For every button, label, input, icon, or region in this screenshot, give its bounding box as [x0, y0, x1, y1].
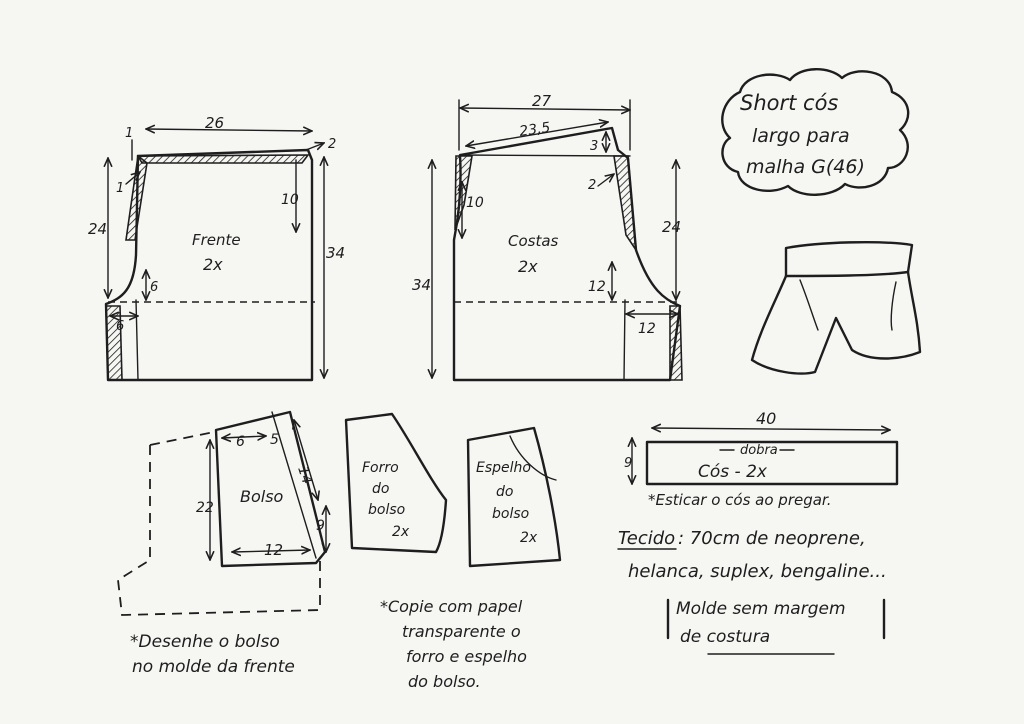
fabric-note: Tecido : 70cm de neoprene, helanca, supl… — [617, 528, 887, 582]
lining-line-3: bolso — [368, 502, 405, 518]
pocket-outline — [214, 410, 327, 568]
lining-line-4: 2x — [392, 524, 410, 540]
back-crotch-height: 24 — [662, 218, 681, 236]
title-line-3: malha G(46) — [746, 156, 865, 178]
title-cloud: Short cós largo para malha G(46) — [721, 68, 910, 196]
front-piece: 26 24 34 10 6 6 1 1 2 Frente 2x — [88, 114, 345, 382]
front-mark-2-line — [305, 143, 324, 151]
pocket-front-outline-dashed — [117, 431, 321, 616]
back-fold-line — [623, 299, 626, 381]
waistband-len-measure: 40 — [756, 409, 776, 428]
fabric-line-2: helanca, suplex, bengaline... — [628, 561, 887, 582]
back-piece: 27 23,5 34 24 10 12 12 3 2 Costas 2x — [412, 92, 683, 382]
back-label: Costas — [508, 232, 559, 250]
pocket-lining: Forro do bolso 2x — [344, 412, 448, 554]
fabric-line-1: : 70cm de neoprene, — [678, 528, 866, 549]
pocket-label: Bolso — [240, 487, 284, 506]
shorts-left-pocket — [799, 279, 819, 331]
lining-line-2: do — [372, 481, 389, 497]
pocket-top-measure: 6 — [236, 434, 245, 450]
back-crotch-depth: 12 — [588, 279, 606, 295]
copy-note: *Copie com papel transparente o forro e … — [380, 597, 527, 691]
front-rise: 10 — [281, 192, 299, 208]
front-outline — [104, 148, 314, 382]
front-height: 34 — [326, 244, 345, 262]
lining-line-1: Forro — [362, 460, 399, 476]
front-dim-top — [146, 129, 312, 131]
pocket-dim-bottom — [232, 550, 310, 552]
pocket-top2-measure: 5 — [270, 432, 279, 448]
back-note-3: 3 — [590, 139, 598, 154]
copy-note-1: *Copie com papel — [380, 597, 523, 616]
waistband-label: Cós - 2x — [698, 462, 768, 482]
front-top-measure: 26 — [205, 114, 224, 132]
waistband-outline — [645, 440, 899, 486]
fabric-label: Tecido — [618, 528, 675, 549]
pocket-height-measure: 22 — [196, 500, 214, 516]
title-line-2: largo para — [752, 125, 850, 147]
facing-line-3: bolso — [492, 506, 529, 522]
front-crotch-depth: 6 — [150, 280, 158, 295]
seam-note-1: Molde sem margem — [676, 599, 846, 619]
pocket-bottom-measure: 12 — [264, 541, 283, 559]
pocket-note-1: *Desenhe o bolso — [130, 632, 280, 652]
back-height: 34 — [412, 276, 431, 294]
shorts-waistband — [784, 240, 914, 278]
facing-line-4: 2x — [520, 530, 538, 546]
waistband-piece: 40 9 dobra Cós - 2x *Esticar o cós ao pr… — [624, 409, 899, 509]
front-crotch-height: 24 — [88, 220, 107, 238]
pocket-dim-diag — [294, 420, 318, 500]
back-rise: 10 — [466, 195, 484, 211]
waistband-dim-len — [652, 428, 890, 430]
facing-line-2: do — [496, 484, 513, 500]
front-crotch-width: 6 — [116, 319, 124, 334]
pocket-facing: Espelho do bolso 2x — [466, 426, 562, 568]
back-dim-diag — [466, 122, 608, 146]
back-note-2: 2 — [588, 178, 596, 193]
back-waist-line — [459, 154, 631, 157]
back-mark-2-line — [597, 174, 614, 187]
back-crotch-width: 12 — [638, 321, 656, 337]
copy-note-3: forro e espelho — [406, 647, 527, 666]
back-top-measure: 27 — [532, 92, 552, 110]
pocket-diag-measure: 14 — [294, 464, 315, 486]
waistband-note: *Esticar o cós ao pregar. — [648, 491, 832, 509]
front-mark-1b-line — [125, 172, 140, 185]
title-line-1: Short cós — [740, 91, 838, 115]
front-note-1b: 1 — [116, 181, 124, 196]
pocket-side-measure: 9 — [316, 518, 325, 534]
pocket-note-2: no molde da frente — [132, 657, 295, 677]
seam-note-2: de costura — [680, 627, 770, 647]
front-fold-line — [135, 299, 139, 381]
copy-note-4: do bolso. — [408, 672, 481, 691]
facing-outline — [466, 426, 562, 568]
cloud-outline — [721, 68, 910, 196]
shorts-right-pocket — [890, 281, 897, 331]
lining-outline — [344, 412, 448, 554]
facing-line-1: Espelho — [476, 460, 531, 476]
front-note-1: 1 — [125, 126, 133, 141]
shorts-body — [750, 270, 922, 375]
front-count: 2x — [203, 255, 223, 274]
pocket-area: 6 5 14 22 9 12 Bolso *Desenhe o bolso no… — [117, 410, 327, 677]
front-note-2: 2 — [328, 137, 336, 152]
seam-allowance-note: Molde sem margem de costura — [666, 598, 886, 655]
back-count: 2x — [518, 257, 538, 276]
back-dim-top — [460, 108, 630, 110]
front-label: Frente — [192, 231, 241, 249]
back-diag-measure: 23,5 — [518, 120, 551, 140]
waistband-fold: dobra — [740, 443, 778, 458]
pocket-dim-top — [222, 436, 266, 438]
shorts-illustration — [750, 240, 922, 375]
copy-note-2: transparente o — [402, 622, 521, 641]
back-outline — [452, 126, 682, 382]
facing-curve — [509, 435, 557, 481]
waistband-h-measure: 9 — [624, 456, 632, 471]
